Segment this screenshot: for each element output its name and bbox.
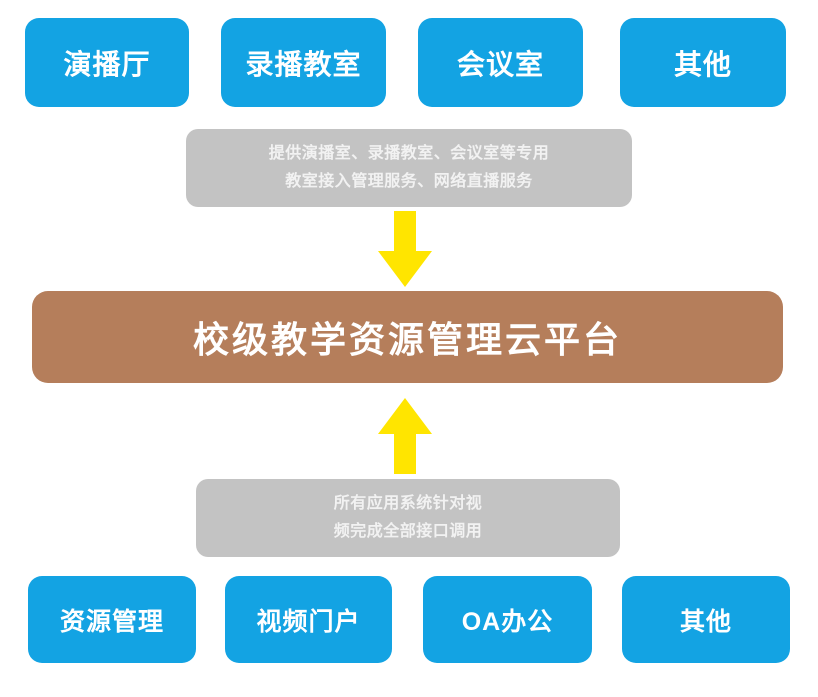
top-node-meeting-room[interactable]: 会议室	[418, 18, 583, 107]
bottom-note-line-2: 频完成全部接口调用	[333, 523, 483, 540]
node-label: 会议室	[456, 48, 544, 80]
bottom-note-line-1: 所有应用系统针对视	[333, 495, 483, 512]
arrow-down-icon	[374, 211, 436, 289]
platform-bar[interactable]: 校级教学资源管理云平台	[32, 291, 783, 383]
top-node-recording-classroom[interactable]: 录播教室	[221, 18, 386, 107]
bottom-node-other[interactable]: 其他	[622, 576, 790, 663]
node-label: OA办公	[461, 607, 554, 636]
top-note-line-2: 教室接入管理服务、网络直播服务	[285, 173, 533, 190]
arrow-up-icon	[374, 396, 436, 474]
node-label: 其他	[679, 607, 732, 636]
node-label: 视频门户	[256, 607, 361, 636]
node-label: 其他	[673, 48, 732, 80]
bottom-node-video-portal[interactable]: 视频门户	[225, 576, 392, 663]
node-label: 资源管理	[59, 607, 164, 636]
bottom-node-oa-office[interactable]: OA办公	[423, 576, 592, 663]
bottom-node-resource-management[interactable]: 资源管理	[28, 576, 196, 663]
top-note-box: 提供演播室、录播教室、会议室等专用 教室接入管理服务、网络直播服务	[186, 129, 632, 207]
platform-label: 校级教学资源管理云平台	[192, 319, 622, 360]
top-note-line-1: 提供演播室、录播教室、会议室等专用	[268, 145, 550, 162]
bottom-note-box: 所有应用系统针对视 频完成全部接口调用	[196, 479, 620, 557]
top-node-other[interactable]: 其他	[620, 18, 786, 107]
top-node-broadcast-hall[interactable]: 演播厅	[25, 18, 189, 107]
node-label: 演播厅	[63, 48, 151, 80]
node-label: 录播教室	[245, 48, 362, 80]
